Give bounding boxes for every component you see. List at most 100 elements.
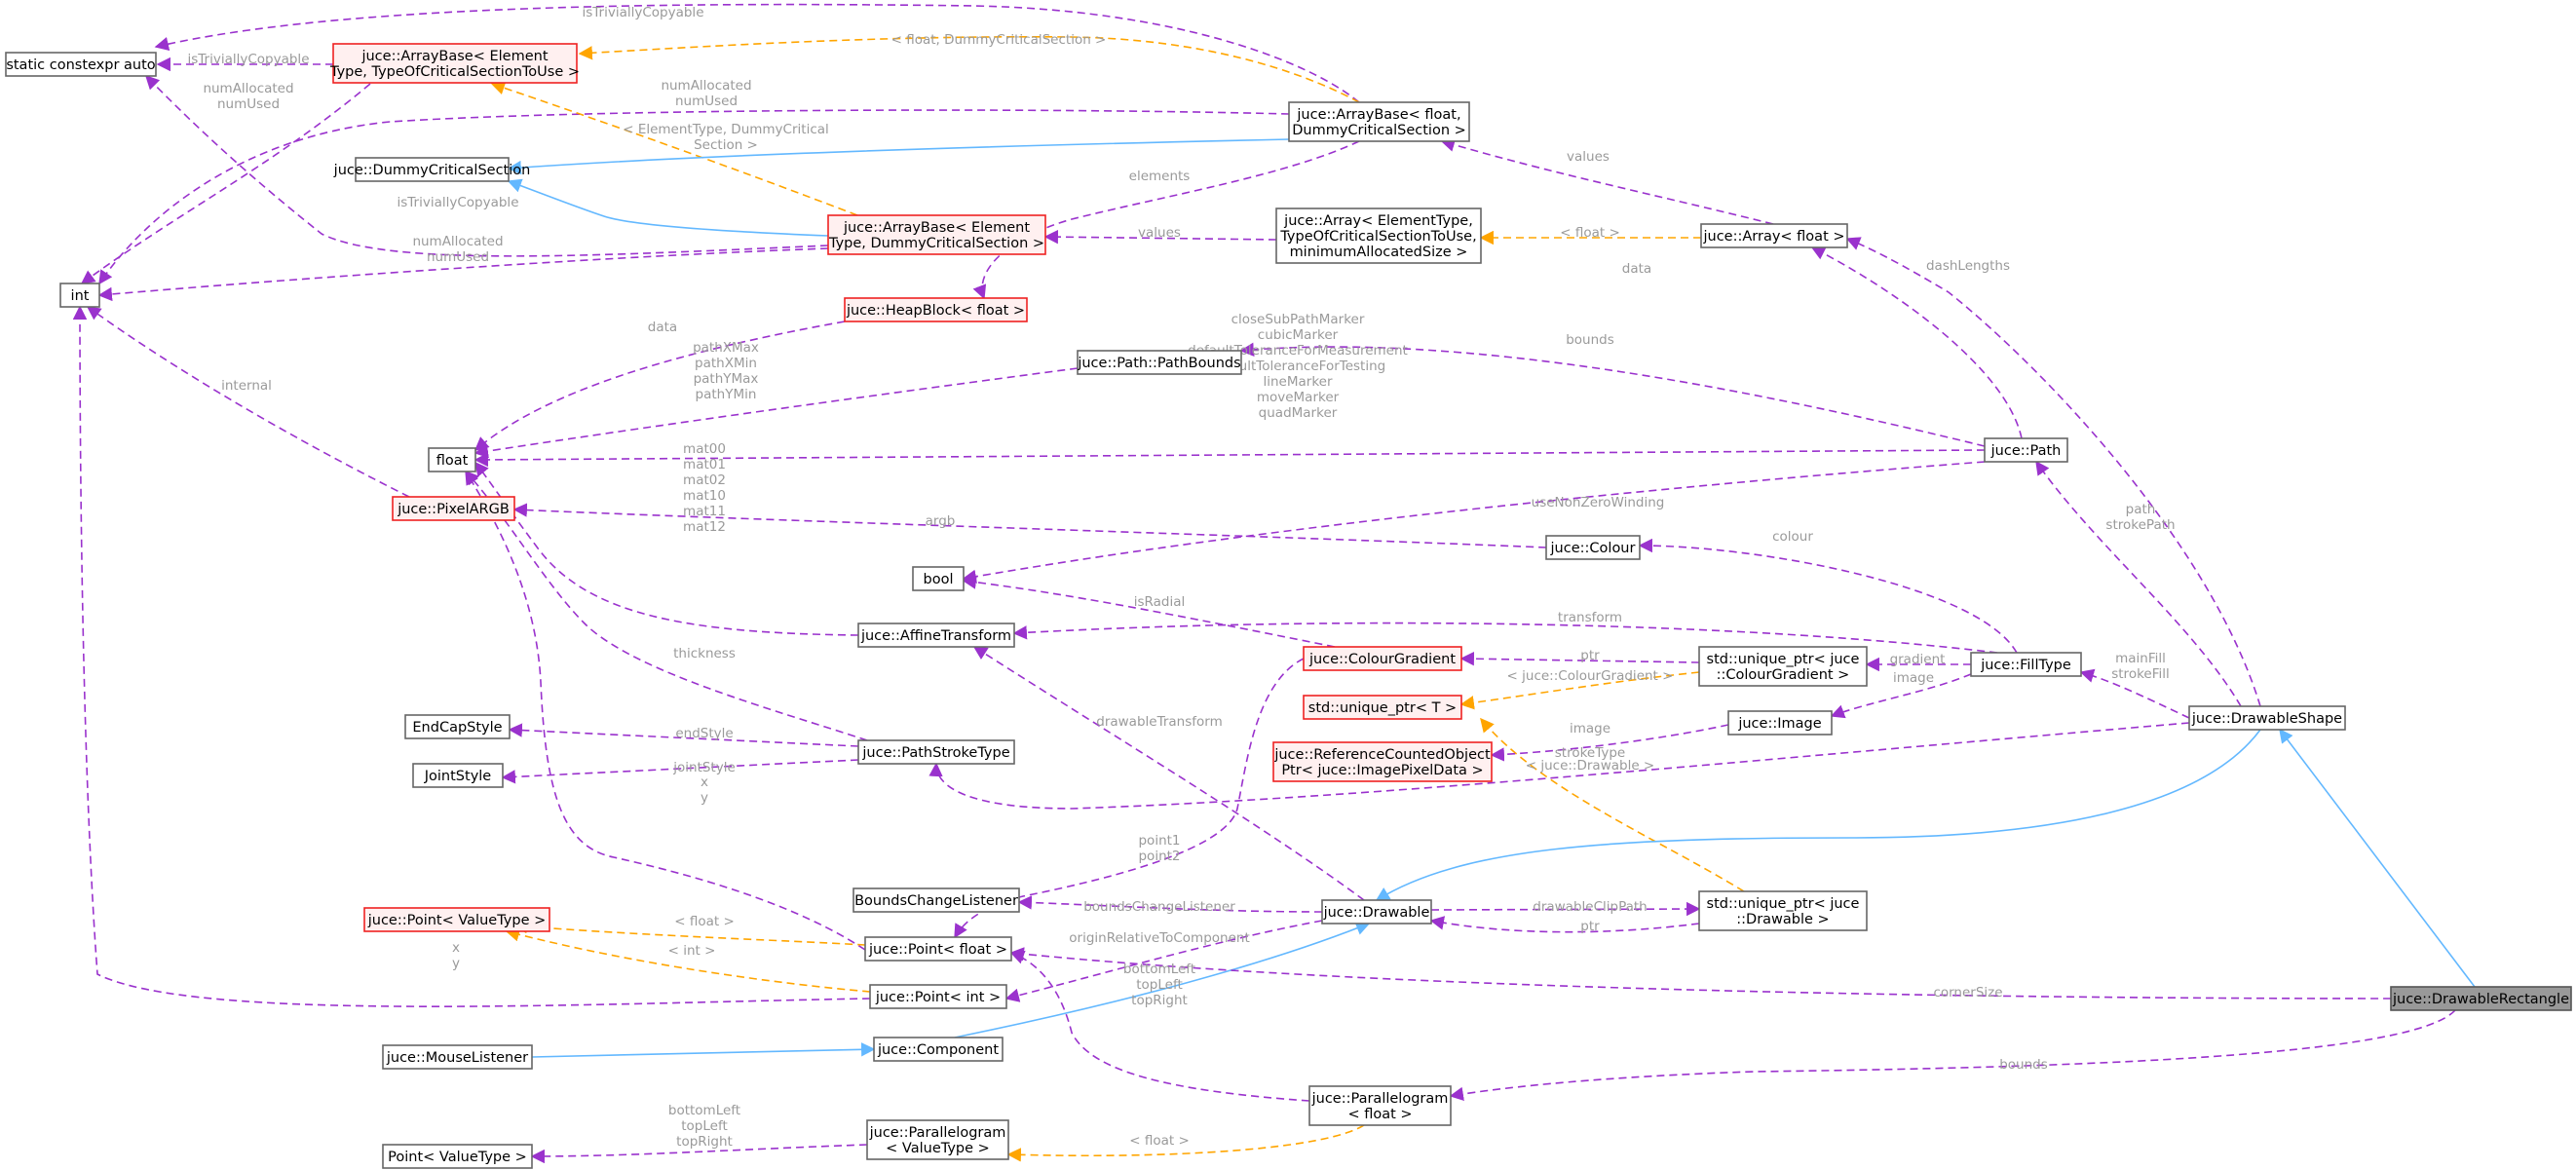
- edge-line: [954, 922, 1371, 1038]
- edge-line: [474, 449, 1986, 468]
- node-cg[interactable]: juce::ColourGradient: [1303, 646, 1462, 671]
- node-parf[interactable]: juce::Parallelogram< float >: [1308, 1085, 1452, 1126]
- edge-label-img-rco: image: [1570, 721, 1610, 736]
- edge-label-line: isRadial: [1134, 594, 1185, 610]
- node-abf[interactable]: juce::ArrayBase< float,DummyCriticalSect…: [1288, 101, 1470, 142]
- node-arrf[interactable]: juce::Array< float >: [1700, 223, 1848, 248]
- node-pst[interactable]: juce::PathStrokeType: [857, 739, 1015, 765]
- node-sca[interactable]: static constexpr auto: [5, 52, 157, 77]
- edge-label-line: mat11: [683, 504, 726, 519]
- node-label: juce::AffineTransform: [860, 628, 1011, 644]
- edge-abet-int: [80, 83, 371, 284]
- node-comp[interactable]: juce::Component: [873, 1037, 1004, 1062]
- node-pvt[interactable]: Point< ValueType >: [382, 1144, 533, 1169]
- edge-label-line: strokeFill: [2111, 666, 2170, 682]
- node-box: [1275, 208, 1482, 264]
- edge-line: [2035, 460, 2242, 707]
- node-af[interactable]: juce::AffineTransform: [857, 623, 1015, 648]
- node-ds[interactable]: juce::DrawableShape: [2188, 705, 2346, 731]
- node-drr[interactable]: juce::DrawableRectangle: [2390, 986, 2572, 1011]
- node-int[interactable]: int: [59, 283, 100, 308]
- node-label-line: juce::Drawable: [1323, 905, 1430, 921]
- node-label-line: juce::ArrayBase< float,: [1296, 107, 1460, 123]
- node-label-line: float: [436, 453, 469, 469]
- edge-label-line: topRight: [1131, 993, 1188, 1008]
- node-box: [392, 496, 515, 521]
- node-label-line: DummyCriticalSection >: [1292, 123, 1466, 138]
- node-arr[interactable]: juce::Array< ElementType,TypeOfCriticalS…: [1275, 208, 1482, 264]
- edge-line: [1429, 916, 1700, 933]
- edge-line: [1830, 673, 1972, 719]
- node-col[interactable]: juce::Colour: [1545, 535, 1641, 560]
- node-label: juce::FillType: [1980, 658, 2071, 673]
- node-upcg[interactable]: std::unique_ptr< juce::ColourGradient >: [1698, 646, 1868, 687]
- node-label-line: juce::FillType: [1980, 658, 2071, 673]
- node-ptf[interactable]: juce::Point< float >: [864, 936, 1012, 962]
- edge-pti-int: [72, 305, 871, 1007]
- node-pti[interactable]: juce::Point< int >: [869, 984, 1007, 1009]
- edge-line: [97, 247, 829, 302]
- edge-label-line: numUsed: [427, 249, 489, 265]
- edge-label-line: lineMarker: [1263, 374, 1332, 390]
- node-up[interactable]: std::unique_ptr< T >: [1303, 695, 1462, 720]
- node-label-line: juce::Path: [1990, 443, 2062, 459]
- edge-label-line: numUsed: [217, 96, 280, 112]
- node-label: static constexpr auto: [6, 57, 155, 73]
- node-box: [1303, 646, 1462, 671]
- edge-abf-hb: [972, 140, 1360, 300]
- node-ptv[interactable]: juce::Point< ValueType >: [363, 907, 550, 932]
- node-dr[interactable]: juce::Drawable: [1321, 899, 1432, 925]
- node-label-line: juce::Parallelogram: [869, 1125, 1006, 1141]
- edge-line: [1490, 724, 1729, 762]
- edge-dr-af: [972, 646, 1365, 901]
- node-label-line: minimumAllocatedSize >: [1290, 245, 1468, 260]
- node-float[interactable]: float: [428, 447, 476, 472]
- edge-drr-ds-i: [2279, 728, 2476, 988]
- node-bcl[interactable]: BoundsChangeListener: [852, 887, 1020, 913]
- node-label: juce::Path::PathBounds: [1077, 356, 1240, 371]
- node-path[interactable]: juce::Path: [1984, 437, 2068, 463]
- edge-line: [512, 503, 1547, 548]
- node-label-line: std::unique_ptr< juce: [1707, 652, 1860, 667]
- edge-line: [1009, 947, 2392, 1000]
- node-img[interactable]: juce::Image: [1727, 710, 1833, 736]
- node-label-line: juce::ArrayBase< Element: [360, 49, 548, 64]
- edge-label-line: y: [701, 790, 708, 806]
- edge-label-line: endStyle: [675, 726, 733, 741]
- node-box: [852, 887, 1020, 913]
- edge-label-ptf-ptv: < float >: [674, 914, 735, 929]
- node-label-line: Type, TypeOfCriticalSectionToUse >: [329, 64, 580, 80]
- node-dcs[interactable]: juce::DummyCriticalSection: [333, 157, 531, 182]
- edge-line: [1004, 920, 1323, 1002]
- node-argb[interactable]: juce::PixelARGB: [392, 496, 515, 521]
- node-ft[interactable]: juce::FillType: [1970, 652, 2082, 677]
- node-bool[interactable]: bool: [912, 566, 965, 591]
- node-parv[interactable]: juce::Parallelogram< ValueType >: [866, 1119, 1009, 1160]
- edge-label-line: elements: [1129, 169, 1191, 184]
- node-ecs[interactable]: EndCapStyle: [404, 714, 511, 739]
- edge-line: [1375, 729, 2261, 901]
- edge-line: [465, 470, 868, 741]
- node-pb[interactable]: juce::Path::PathBounds: [1077, 350, 1242, 375]
- node-hb[interactable]: juce::HeapBlock< float >: [844, 297, 1028, 322]
- edge-label-line: cubicMarker: [1258, 327, 1339, 343]
- node-label-line: juce::Point< ValueType >: [367, 913, 547, 928]
- edge-label-line: defaultToleranceForMeasurement: [1188, 343, 1408, 359]
- node-label: juce::MouseListener: [386, 1050, 528, 1066]
- edge-line: [2279, 728, 2476, 988]
- edge-line: [530, 1144, 868, 1164]
- node-upd[interactable]: std::unique_ptr< juce::Drawable >: [1698, 890, 1868, 931]
- edge-line: [1009, 950, 1310, 1102]
- node-label-line: TypeOfCriticalSectionToUse,: [1279, 229, 1476, 245]
- edge-label-upcg-up: < juce::ColourGradient >: [1507, 668, 1674, 684]
- node-ml[interactable]: juce::MouseListener: [382, 1044, 533, 1070]
- node-js[interactable]: JointStyle: [412, 763, 504, 788]
- edge-ft-af: [1012, 622, 1998, 654]
- edge-label-line: < ElementType, DummyCritical: [623, 122, 829, 137]
